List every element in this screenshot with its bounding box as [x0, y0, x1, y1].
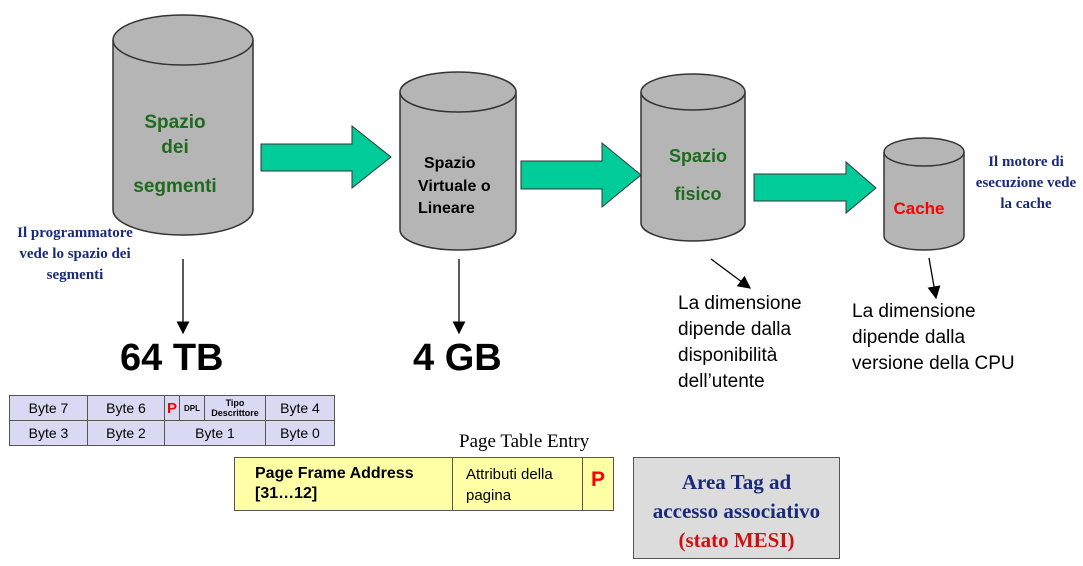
arrow-segments-to-virtual [260, 124, 392, 190]
tag-area-line2: accesso associativo [652, 499, 821, 523]
cylinder-segments: Spazio dei segmenti [112, 14, 254, 236]
segments-size: 64 TB [120, 337, 224, 379]
descriptor-cell: Byte 7 [9, 395, 88, 421]
tag-area-line1: Area Tag ad [681, 470, 792, 494]
pte-frame-cell: Page Frame Address [31…12] [235, 458, 453, 510]
pte-frame-bits: [31…12] [255, 485, 318, 502]
descriptor-p-bit: P [164, 395, 180, 421]
descriptor-type: Tipo Descrittore [204, 395, 266, 421]
cylinder-cache: Cache [883, 137, 965, 251]
cache-label: Cache [893, 199, 944, 218]
arrow-virtual-to-physical [520, 141, 642, 209]
physical-line1: Spazio [669, 146, 727, 166]
pte-frame-address: Page Frame Address [255, 465, 414, 482]
arrow-physical-note [710, 258, 752, 289]
table-row: Byte 3 Byte 2 Byte 1 Byte 0 [9, 420, 335, 446]
arrow-cache-note [927, 257, 941, 300]
segment-descriptor-table: Byte 7 Byte 6 P DPL Tipo Descrittore Byt… [9, 395, 335, 446]
descriptor-cell: Byte 3 [9, 420, 88, 446]
descriptor-cell: Byte 2 [87, 420, 165, 446]
descriptor-dpl: DPL [179, 395, 205, 421]
virtual-line2: Virtuale o [418, 178, 491, 195]
pte-p-bit: P [590, 468, 605, 491]
cylinder-physical: Spazio fisico [640, 73, 746, 242]
virtual-line3: Lineare [418, 200, 475, 217]
programmer-note: Il programmatore vede lo spazio dei segm… [17, 225, 133, 283]
descriptor-cell: Byte 0 [265, 420, 335, 446]
descriptor-cell: Byte 1 [164, 420, 266, 446]
physical-size-note: La dimensione dipende dalla disponibilit… [678, 293, 802, 392]
engine-note: Il motore di esecuzione vede la cache [975, 154, 1077, 212]
segments-line2: dei [161, 137, 188, 158]
table-row: Byte 7 Byte 6 P DPL Tipo Descrittore Byt… [9, 395, 335, 421]
cylinder-virtual: Spazio Virtuale o Lineare [399, 71, 517, 251]
pte-attributes: Attributi della pagina [453, 458, 583, 510]
descriptor-cell: Byte 4 [265, 395, 335, 421]
physical-line2: fisico [674, 184, 721, 204]
cpu-size-note: La dimensione dipende dalla versione del… [852, 301, 1015, 374]
virtual-size: 4 GB [413, 337, 502, 379]
arrow-physical-to-cache [753, 160, 877, 215]
tag-area-line3: (stato MESI) [678, 528, 795, 552]
page-table-entry: Page Frame Address [31…12] Attributi del… [234, 457, 614, 511]
tag-area-box: Area Tag ad accesso associativo (stato M… [633, 457, 840, 559]
segments-line1: Spazio [144, 112, 205, 133]
pte-title: Page Table Entry [459, 431, 590, 452]
descriptor-cell: Byte 6 [87, 395, 165, 421]
virtual-line1: Spazio [424, 155, 476, 172]
segments-line3: segmenti [133, 176, 216, 197]
